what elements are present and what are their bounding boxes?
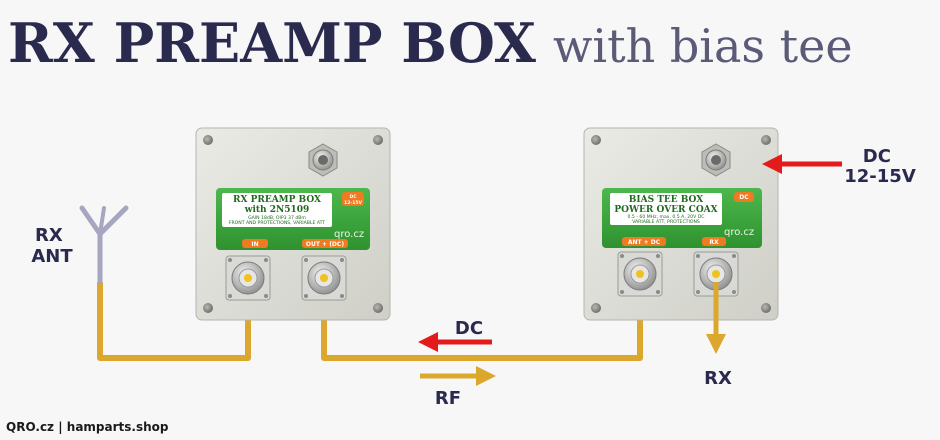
preamp-label-panel: RX PREAMP BOX with 2N5109 GAIN 18dB, OIP… <box>216 188 370 250</box>
bias-tee-spec-line2: VARIABLE ATT, PROTECTIONS <box>632 219 700 225</box>
dc-in-label-line2: 12-15V <box>844 166 916 187</box>
screw-icon <box>203 135 213 145</box>
preamp-spec-line1: GAIN 18dB, OIP3 37 dBm <box>248 215 306 221</box>
bias-tee-port-ant: ANT + DC <box>628 239 661 246</box>
dc-in-label-line1: DC <box>863 146 891 167</box>
bias-tee-label-panel: BIAS TEE BOX POWER OVER COAX 0.5 - 60 MH… <box>602 188 762 248</box>
title-main: RX PREAMP BOX <box>8 11 536 75</box>
coax-connector-icon <box>301 255 347 301</box>
bias-tee-port-rx: RX <box>709 239 719 246</box>
title-sub: with bias tee <box>553 19 853 73</box>
rx-ant-label-line2: ANT <box>31 246 73 267</box>
dc-feed-label: DC <box>455 318 483 339</box>
preamp-port-out: OUT + (DC) <box>306 241 344 248</box>
screw-icon <box>373 303 383 313</box>
page-title: RX PREAMP BOX with bias tee <box>8 11 853 75</box>
footer-credit: QRO.cz | hamparts.shop <box>6 420 169 434</box>
preamp-dc-badge-line1: DC <box>349 194 357 200</box>
preamp-spec-line2: FRONT AND PROTECTIONS, VARIABLE ATT <box>229 220 326 226</box>
screw-icon <box>203 303 213 313</box>
coax-connector-icon <box>617 251 663 297</box>
dc-in-label: DC 12-15V <box>844 146 916 187</box>
cable-gland-icon <box>308 143 338 177</box>
bias-tee-dc-badge: DC <box>739 194 749 201</box>
antenna-icon <box>79 205 129 284</box>
preamp-title-line2: with 2N5109 <box>244 205 310 215</box>
preamp-dc-badge-line2: 12-15V <box>344 200 362 206</box>
rf-label: RF <box>435 388 461 409</box>
screw-icon <box>761 303 771 313</box>
preamp-box: RX PREAMP BOX with 2N5109 GAIN 18dB, OIP… <box>195 127 391 321</box>
screw-icon <box>761 135 771 145</box>
bias-tee-box: BIAS TEE BOX POWER OVER COAX 0.5 - 60 MH… <box>583 127 779 321</box>
rx-ant-label: RX ANT <box>31 225 73 267</box>
bias-tee-title-line2: POWER OVER COAX <box>614 205 717 215</box>
coax-connector-icon <box>225 255 271 301</box>
cable-gland-icon <box>701 143 731 177</box>
screw-icon <box>373 135 383 145</box>
rx-ant-label-line1: RX <box>35 225 63 246</box>
rx-out-label: RX <box>704 368 732 389</box>
coax-connector-icon <box>693 251 739 297</box>
bias-tee-brand: qro.cz <box>724 227 754 238</box>
screw-icon <box>591 135 601 145</box>
preamp-title-line1: RX PREAMP BOX <box>233 195 321 205</box>
bias-tee-title-line1: BIAS TEE BOX <box>629 195 703 205</box>
bias-tee-spec-line1: 0.5 - 60 MHz, max. 0.5 A, 20V DC <box>628 214 705 220</box>
screw-icon <box>591 303 601 313</box>
preamp-brand: qro.cz <box>334 229 364 240</box>
preamp-port-in: IN <box>251 241 258 248</box>
